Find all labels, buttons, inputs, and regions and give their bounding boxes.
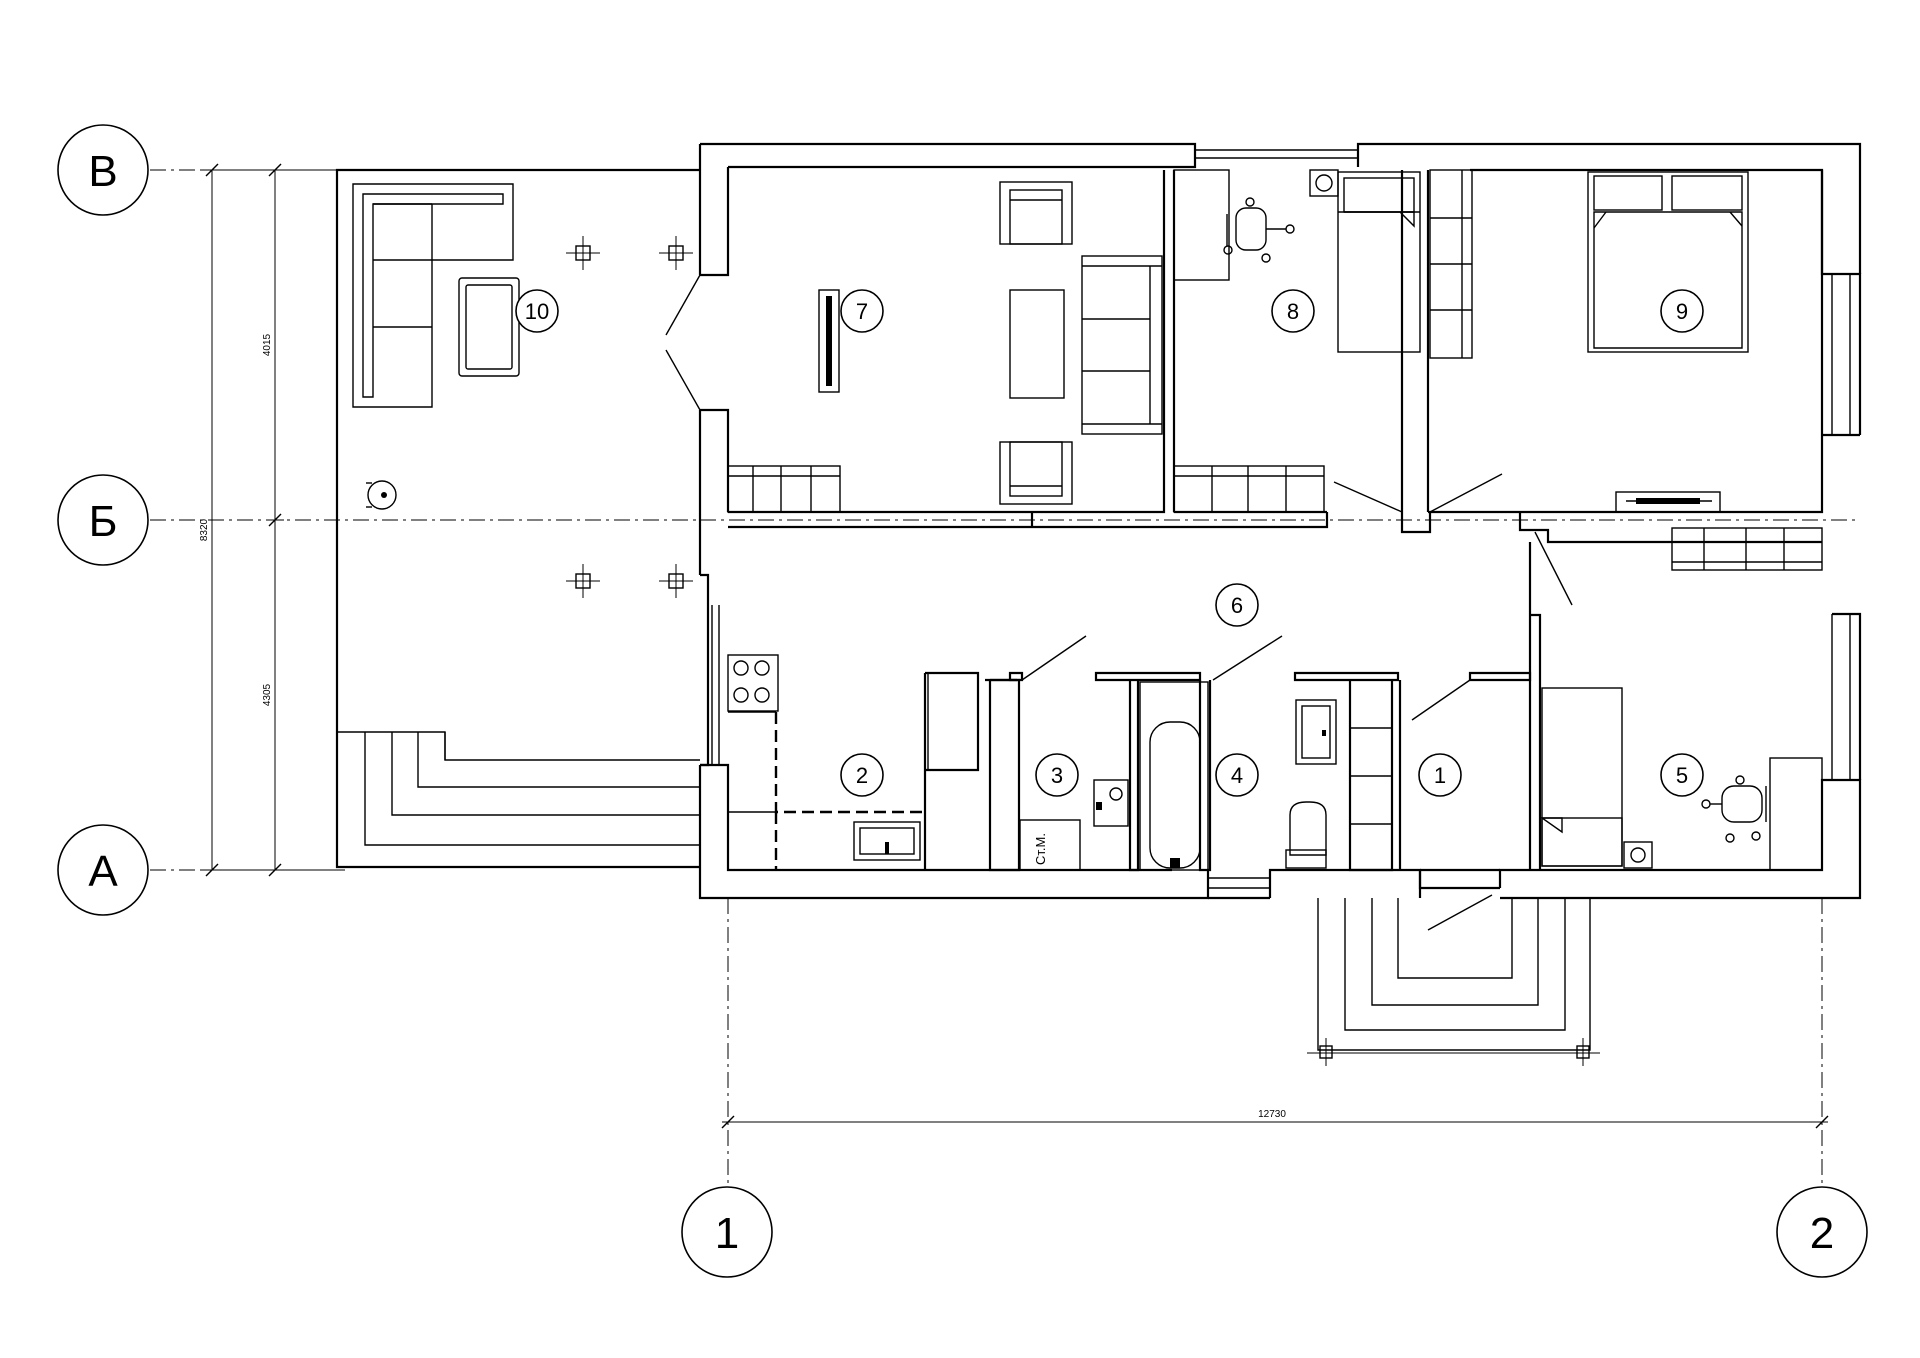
room-5-furniture: [1539, 687, 1823, 871]
doors: [665, 274, 1573, 931]
horizontal-dimension: 12730: [721, 1109, 1829, 1129]
svg-text:1: 1: [1434, 763, 1446, 788]
terrace: [335, 168, 700, 869]
outdoor-table: [458, 277, 520, 377]
interior-walls: [728, 170, 1824, 890]
axis-bubble-1: 1: [681, 1186, 773, 1278]
room-number-1: 1: [1418, 753, 1462, 797]
house-walls: [698, 142, 1862, 900]
room-8-furniture: [1173, 169, 1421, 513]
axis-label-1: 1: [715, 1209, 739, 1258]
room-number-8: 8: [1271, 289, 1315, 333]
svg-text:3: 3: [1051, 763, 1063, 788]
svg-text:9: 9: [1676, 299, 1688, 324]
axis-label-2: 2: [1810, 1209, 1834, 1258]
svg-text:4: 4: [1231, 763, 1243, 788]
entrance-porch: [1307, 898, 1600, 1066]
axis-bubble-b: Б: [57, 474, 149, 566]
dim-upper-span: 4015: [262, 333, 273, 356]
room-number-6: 6: [1215, 583, 1259, 627]
closet-label: Ст.М.: [1033, 833, 1048, 865]
svg-text:7: 7: [856, 299, 868, 324]
room-number-2: 2: [840, 753, 884, 797]
outdoor-sofa: [352, 183, 514, 408]
svg-text:5: 5: [1676, 763, 1688, 788]
axis-grid-lines: [150, 169, 1860, 1195]
room-9-furniture: [1429, 169, 1823, 571]
room-number-4: 4: [1215, 753, 1259, 797]
vertical-dimensions: 8320 4015 4305: [199, 163, 345, 877]
axis-bubble-a: А: [57, 824, 149, 916]
dim-lower-span: 4305: [262, 683, 273, 706]
laundry-furniture: Ст.М.: [1019, 779, 1129, 871]
svg-text:8: 8: [1287, 299, 1299, 324]
bathroom-furniture: [1139, 681, 1337, 871]
axis-bubble-2: 2: [1776, 1186, 1868, 1278]
room-number-7: 7: [840, 289, 884, 333]
hall-furniture: [1349, 679, 1393, 871]
axis-label-v: В: [88, 147, 117, 196]
svg-text:10: 10: [525, 299, 549, 324]
svg-text:6: 6: [1231, 593, 1243, 618]
room-number-9: 9: [1660, 289, 1704, 333]
axis-label-a: А: [88, 847, 118, 896]
room-number-3: 3: [1035, 753, 1079, 797]
dim-total-width: 12730: [1258, 1109, 1286, 1120]
axis-bubble-v: В: [57, 124, 149, 216]
room-number-5: 5: [1660, 753, 1704, 797]
room-number-10: 10: [515, 289, 559, 333]
dim-total-height: 8320: [199, 518, 210, 541]
living-room-furniture: [727, 181, 1163, 513]
axis-label-b: Б: [89, 497, 118, 546]
svg-text:2: 2: [856, 763, 868, 788]
kitchen-furniture: [727, 654, 979, 870]
